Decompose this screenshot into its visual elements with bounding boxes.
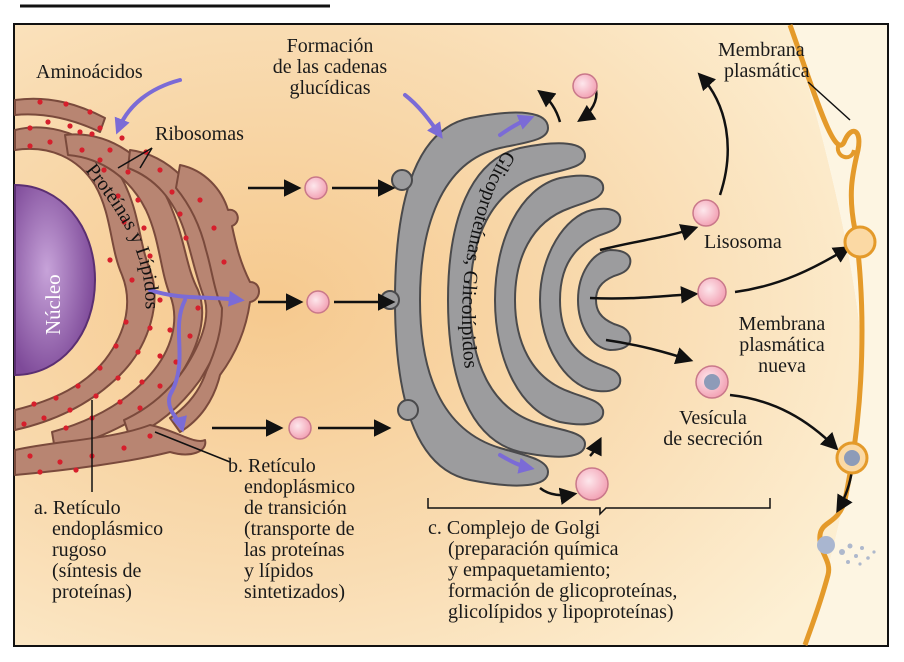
- ribosome-dot: [93, 393, 99, 399]
- aminoacidos-label: Aminoácidos: [36, 61, 143, 83]
- membrana-plasmatica-label: Membrana plasmática: [718, 39, 810, 82]
- ribosome-dot: [147, 433, 153, 439]
- ribosome-dot: [101, 167, 107, 173]
- ribosome-dot: [183, 235, 189, 241]
- transport-arrows: [212, 72, 854, 514]
- ribosome-dot: [129, 277, 135, 283]
- ribosome-dot: [135, 197, 141, 203]
- ribosome-dot: [115, 375, 121, 381]
- ribosome-dot: [167, 327, 173, 333]
- ribosome-dot: [27, 453, 33, 459]
- ribosome-dot: [147, 325, 153, 331]
- ribosome-dot: [157, 353, 163, 359]
- ribosome-dot: [21, 421, 27, 427]
- ribosome-dot: [147, 253, 153, 259]
- secretory-vesicles: [695, 365, 876, 566]
- ribosome-dot: [211, 225, 217, 231]
- ribosome-dot: [37, 469, 43, 475]
- ribosome-dot: [63, 425, 69, 431]
- reticulo-rugoso-label: a. Retículo endoplásmico rugoso (síntesi…: [34, 497, 164, 603]
- ribosome-dot: [141, 225, 147, 231]
- ribosome-dot: [221, 259, 227, 265]
- ribosome-dot: [31, 401, 37, 407]
- ribosome-dot: [97, 125, 103, 131]
- ribosomes: [21, 99, 227, 475]
- nucleus: [14, 183, 97, 377]
- ribosome-dot: [157, 167, 163, 173]
- ribosome-dot: [157, 297, 163, 303]
- ribosome-dot: [197, 197, 203, 203]
- ribosome-dot: [27, 143, 33, 149]
- ribosome-dot: [27, 125, 33, 131]
- ribosome-dot: [89, 131, 95, 137]
- ribosome-dot: [75, 383, 81, 389]
- nucleo-label: Núcleo: [41, 274, 65, 335]
- ribosome-dot: [41, 415, 47, 421]
- plasma-membrane: [787, 24, 865, 646]
- membrana-nueva-label: Membrana plasmática nueva: [738, 313, 826, 377]
- ribosome-dot: [157, 383, 163, 389]
- formacion-label: Formación de las cadenas glucídicas: [272, 35, 388, 99]
- vesicula-label: Vesícula de secreción: [663, 407, 763, 450]
- ribosome-dot: [135, 349, 141, 355]
- ribosome-dot: [125, 169, 131, 175]
- ribosome-dot: [139, 379, 145, 385]
- ribosome-dot: [107, 147, 113, 153]
- ribosome-dot: [121, 219, 127, 225]
- golgi-flow-bottom: [498, 453, 535, 474]
- ribosome-dot: [87, 109, 93, 115]
- ribosome-dot: [67, 407, 73, 413]
- ribosome-dot: [115, 193, 121, 199]
- ribosome-dot: [169, 189, 175, 195]
- vesicles: [288, 73, 877, 501]
- ribosome-dot: [113, 343, 119, 349]
- ribosome-dot: [45, 119, 51, 125]
- ribosome-dot: [137, 405, 143, 411]
- ribosome-dot: [79, 147, 85, 153]
- label-pointers: [91, 81, 851, 516]
- ribosome-dot: [57, 459, 63, 465]
- formation-arrow: [403, 93, 443, 139]
- golgi-complex: [394, 111, 632, 487]
- ribosome-dot: [119, 135, 125, 141]
- ribosome-dot: [47, 139, 53, 145]
- membrane-pit: [835, 145, 856, 160]
- ribosome-dot: [121, 445, 127, 451]
- ribosome-dot: [107, 257, 113, 263]
- ribosome-dot: [123, 319, 129, 325]
- golgi-label: c. Complejo de Golgi (preparación químic…: [428, 517, 678, 623]
- ribosome-dot: [77, 129, 83, 135]
- flow-arrows: [114, 78, 535, 474]
- ribosome-dot: [187, 333, 193, 339]
- ribosomas-label: Ribosomas: [155, 123, 244, 145]
- ribosome-dot: [53, 395, 59, 401]
- ribosome-dot: [117, 399, 123, 405]
- ribosome-dot: [37, 99, 43, 105]
- ribosome-dot: [73, 467, 79, 473]
- reticulo-transicion-label: b. Retículo endoplásmico de transición (…: [228, 455, 356, 603]
- golgi-flow-top: [498, 114, 535, 137]
- er-flow-arrow-down: [167, 298, 188, 433]
- ribosome-dot: [63, 101, 69, 107]
- ribosome-dot: [97, 157, 103, 163]
- ribosome-dot: [97, 365, 103, 371]
- ribosome-dot: [195, 305, 201, 311]
- lisosoma-label: Lisosoma: [704, 231, 782, 253]
- ribosome-dot: [67, 123, 73, 129]
- ribosome-dot: [177, 211, 183, 217]
- er-flow-arrow: [148, 288, 245, 307]
- cytoplasm: [15, 25, 861, 645]
- aminoacid-arrow: [114, 78, 182, 135]
- extracellular-space: [790, 25, 887, 645]
